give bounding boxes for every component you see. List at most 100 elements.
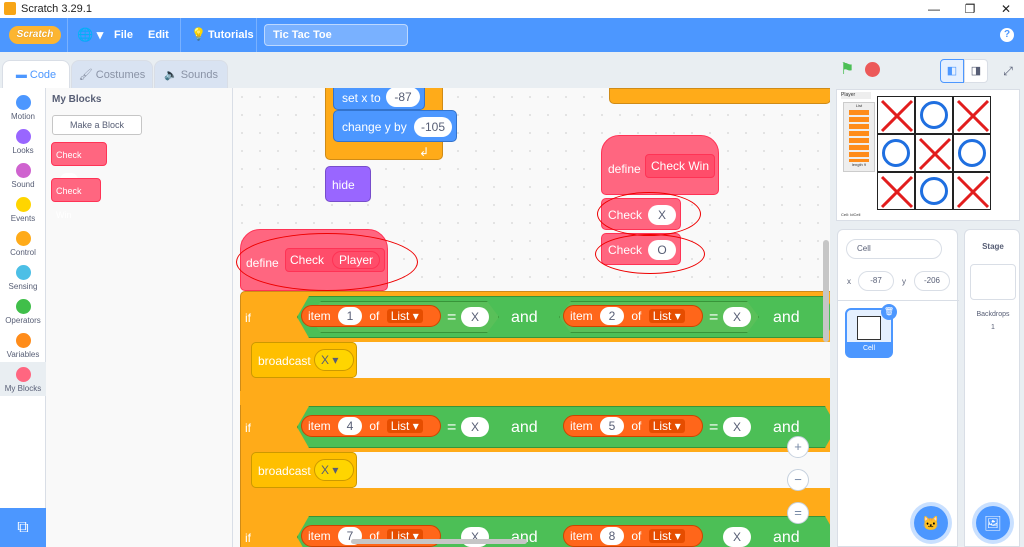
change-y-block[interactable]: change y by -105	[333, 110, 457, 142]
sound-dot-icon	[15, 163, 31, 178]
item-of-list-reporter[interactable]: item 2 of List ▾	[563, 305, 703, 327]
category-control[interactable]: Control	[0, 226, 46, 260]
broadcast-block[interactable]: broadcast X ▾	[251, 452, 357, 488]
stage-canvas[interactable]: Player List length 9 Cell: IdCell	[836, 89, 1020, 221]
backdrop-thumbnail[interactable]	[970, 264, 1016, 300]
list-monitor: List length 9	[843, 102, 875, 172]
stage-pane-title: Stage	[982, 242, 1004, 251]
menu-divider	[256, 18, 257, 52]
add-extension-button[interactable]: ⧉	[0, 508, 46, 547]
if-label: if	[245, 531, 251, 545]
category-variables[interactable]: Variables	[0, 328, 46, 362]
large-stage-icon[interactable]: ◨	[964, 59, 988, 83]
change-y-value[interactable]: -105	[414, 117, 452, 137]
vertical-scrollbar[interactable]	[823, 240, 829, 342]
item-of-list-reporter[interactable]: item 5 of List ▾	[563, 415, 703, 437]
category-events[interactable]: Events	[0, 192, 46, 226]
menu-bar: Scratch 🌐 ▾ File Edit 💡 Tutorials Tic Ta…	[0, 18, 1024, 52]
category-operators[interactable]: Operators	[0, 294, 46, 328]
category-motion[interactable]: Motion	[0, 90, 46, 124]
set-x-value[interactable]: -87	[386, 88, 420, 107]
board-cell-2	[915, 96, 953, 134]
window-title: Scratch 3.29.1	[21, 3, 92, 15]
list-items	[849, 110, 869, 162]
palette-header: My Blocks	[52, 94, 102, 105]
category-sensing[interactable]: Sensing	[0, 260, 46, 294]
o-mark-icon	[882, 139, 910, 167]
broadcast-dropdown[interactable]: X ▾	[314, 459, 354, 481]
if-mouth	[353, 452, 830, 488]
tab-code[interactable]: ▬ Code	[2, 60, 70, 90]
define-check-win-block[interactable]: define Check Win	[601, 135, 719, 195]
add-sprite-cat-icon[interactable]: 🐱	[914, 506, 948, 540]
x-mark-icon	[918, 137, 952, 171]
zoom-out-icon[interactable]: −	[787, 469, 809, 491]
palette-check-block[interactable]: Check	[51, 142, 107, 187]
window-title-bar: Scratch 3.29.1 — ❐ ✕	[0, 0, 1024, 18]
edit-menu[interactable]: Edit	[148, 29, 169, 41]
o-mark-icon	[958, 139, 986, 167]
file-menu[interactable]: File	[114, 29, 133, 41]
broadcast-block[interactable]: broadcast X ▾	[251, 342, 357, 378]
equals-x-value[interactable]: X	[723, 307, 751, 327]
set-x-block[interactable]: set x to -87	[333, 88, 425, 110]
board-cell-1	[877, 96, 915, 134]
maximize-button[interactable]: ❐	[964, 2, 976, 16]
make-a-block-button[interactable]: Make a Block	[52, 115, 142, 135]
fullscreen-icon[interactable]: ⤢	[1003, 64, 1013, 78]
minimize-button[interactable]: —	[928, 2, 940, 16]
zoom-reset-icon[interactable]: =	[787, 502, 809, 524]
operators-dot-icon	[15, 299, 31, 314]
tab-costumes[interactable]: 🖌 Costumes	[71, 60, 153, 88]
tutorials-menu[interactable]: Tutorials	[208, 29, 254, 41]
sprite-x-field[interactable]: -87	[858, 271, 894, 291]
equals-x-value[interactable]: X	[723, 417, 751, 437]
o-mark-icon	[920, 101, 948, 129]
hide-block[interactable]: hide	[325, 166, 371, 202]
stop-icon[interactable]	[865, 62, 880, 77]
equals-x-value[interactable]: X	[461, 527, 489, 547]
green-flag-icon[interactable]: ⚑	[840, 61, 855, 78]
trash-icon[interactable]: 🗑	[881, 304, 897, 320]
zoom-in-icon[interactable]: +	[787, 436, 809, 458]
equals-x-value[interactable]: X	[723, 527, 751, 547]
sprite-y-field[interactable]: -206	[914, 271, 950, 291]
language-globe-icon[interactable]: 🌐 ▾	[77, 27, 104, 42]
if-label: if	[245, 421, 251, 435]
check-win-prototype[interactable]: Check Win	[645, 154, 715, 178]
category-looks[interactable]: Looks	[0, 124, 46, 158]
broadcast-dropdown[interactable]: X ▾	[314, 349, 354, 371]
looks-dot-icon	[15, 129, 31, 144]
scratch-logo[interactable]: Scratch	[9, 26, 61, 44]
category-menu: Motion Looks Sound Events Control Sensin…	[0, 88, 46, 547]
add-backdrop-icon[interactable]: 🖼	[976, 506, 1010, 540]
equals-x-value[interactable]: X	[461, 417, 489, 437]
control-block-fragment[interactable]	[609, 88, 830, 104]
item-of-list-reporter[interactable]: item 8 of List ▾	[563, 525, 703, 547]
stage-selector-pane[interactable]: Stage Backdrops 1 🖼	[964, 229, 1020, 547]
equals-x-value[interactable]: X	[461, 307, 489, 327]
palette-check-win-block[interactable]: Check Win	[51, 178, 101, 220]
control-dot-icon	[15, 231, 31, 246]
category-sound[interactable]: Sound	[0, 158, 46, 192]
tab-sounds[interactable]: 🔈 Sounds	[154, 60, 228, 88]
sprite-name-field[interactable]: Cell	[846, 239, 942, 259]
scratch-app-icon	[4, 2, 16, 15]
help-icon[interactable]: ?	[1000, 28, 1014, 42]
if-mouth	[353, 342, 830, 378]
loop-arrow-icon: ↲	[419, 145, 430, 159]
menu-divider	[180, 18, 181, 52]
close-button[interactable]: ✕	[1000, 2, 1012, 16]
script-area[interactable]: set x to -87 change y by -105 ↲ hide def…	[233, 88, 830, 547]
red-annotation-circle	[236, 233, 418, 291]
category-my-blocks[interactable]: My Blocks	[0, 362, 46, 396]
item-of-list-reporter[interactable]: item 1 of List ▾	[301, 305, 441, 327]
project-title-input[interactable]: Tic Tac Toe	[264, 24, 408, 46]
lightbulb-icon: 💡	[191, 27, 206, 41]
menu-divider	[67, 18, 68, 52]
if-label: if	[245, 311, 251, 325]
sprite-thumbnail-cell[interactable]: Cell 🗑	[845, 304, 897, 358]
small-stage-icon[interactable]: ◧	[940, 59, 964, 83]
item-of-list-reporter[interactable]: item 4 of List ▾	[301, 415, 441, 437]
horizontal-scrollbar[interactable]	[351, 539, 527, 544]
